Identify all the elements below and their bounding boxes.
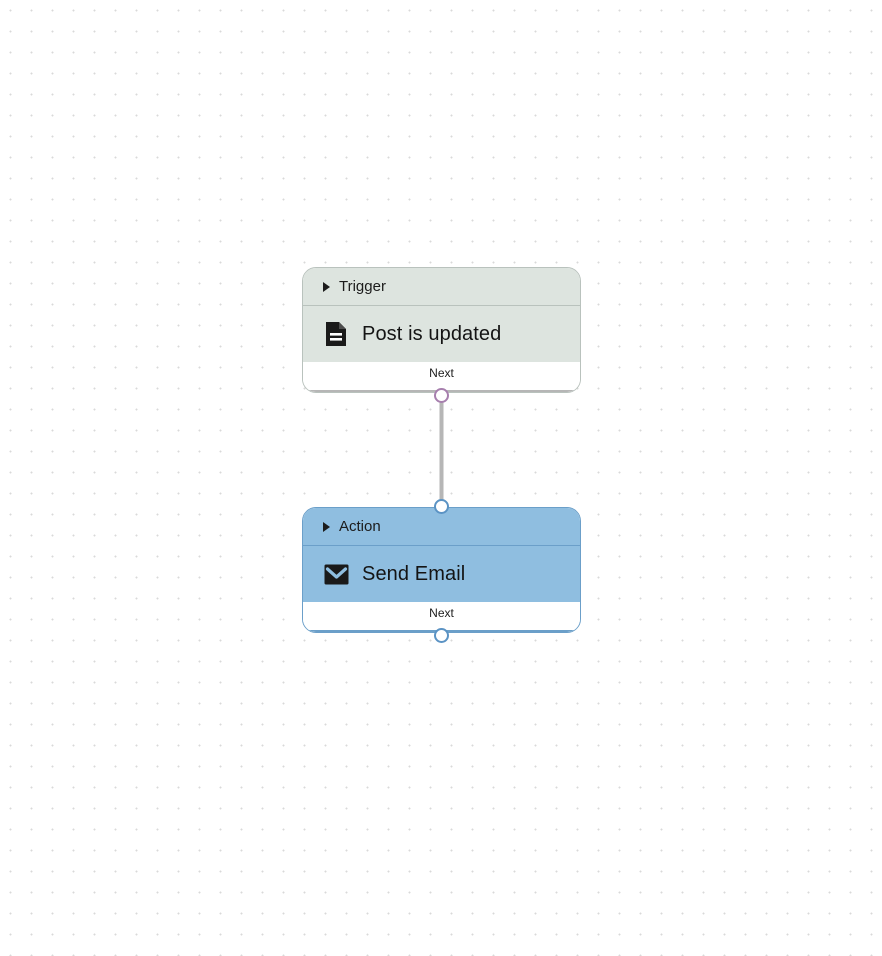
node-action[interactable]: Action Send Email Next (302, 507, 581, 633)
envelope-icon (323, 561, 349, 587)
node-trigger[interactable]: Trigger Post is updated Next (302, 267, 581, 393)
port-in-action[interactable] (434, 499, 449, 514)
caret-right-icon[interactable] (323, 521, 330, 532)
node-action-header[interactable]: Action (303, 508, 580, 546)
caret-right-icon[interactable] (323, 281, 330, 292)
node-action-body-label: Send Email (362, 562, 466, 585)
port-out-action[interactable] (434, 628, 449, 643)
node-trigger-header-label: Trigger (339, 278, 386, 295)
node-action-header-label: Action (339, 518, 381, 535)
node-trigger-body-label: Post is updated (362, 322, 502, 345)
port-out-trigger[interactable] (434, 388, 449, 403)
node-trigger-header[interactable]: Trigger (303, 268, 580, 306)
node-action-body[interactable]: Send Email (303, 546, 580, 602)
node-trigger-next-label: Next (429, 366, 454, 380)
node-action-next-label: Next (429, 606, 454, 620)
node-trigger-body[interactable]: Post is updated (303, 306, 580, 362)
document-icon (323, 321, 349, 347)
